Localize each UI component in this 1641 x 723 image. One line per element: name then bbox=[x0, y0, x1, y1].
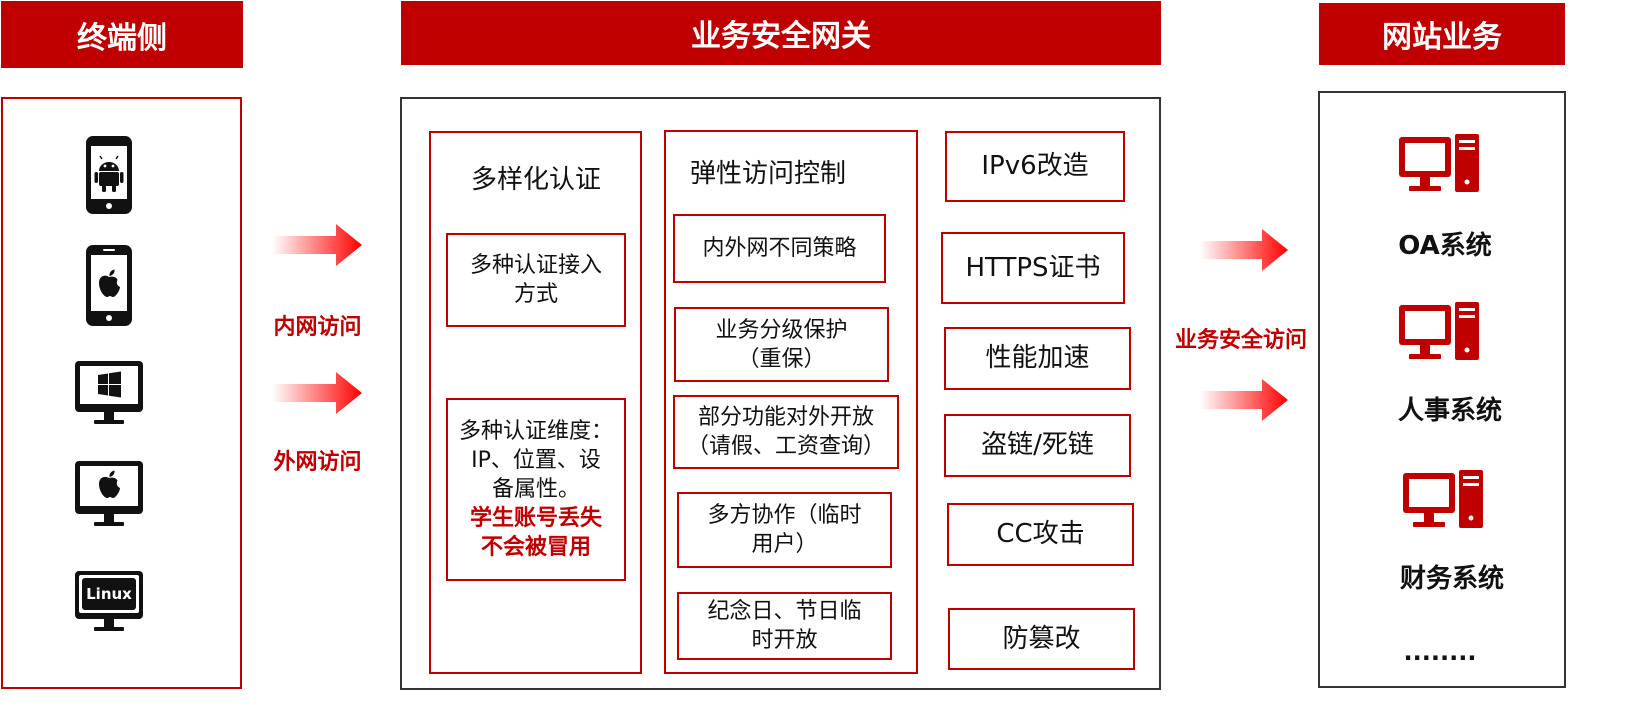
feature-label: 盗链/死链 bbox=[981, 430, 1094, 460]
website-panel bbox=[1318, 91, 1566, 688]
auth-dimension-box: 多种认证维度： IP、位置、设 备属性。 学生账号丢失 不会被冒用 bbox=[446, 398, 626, 581]
access-item-partial-open: 部分功能对外开放 （请假、工资查询） bbox=[673, 395, 899, 469]
auth-dimension-line2: IP、位置、设 bbox=[471, 448, 601, 473]
access-item-line1: 纪念日、节日临 bbox=[707, 599, 862, 624]
access-item-tiered-protection: 业务分级保护 （重保） bbox=[674, 307, 889, 382]
secure-access-arrow-top bbox=[1200, 227, 1290, 273]
feature-label: HTTPS证书 bbox=[965, 252, 1101, 283]
terminal-panel bbox=[1, 97, 242, 689]
access-item-line1: 业务分级保护 bbox=[715, 317, 848, 343]
inner-access-arrow bbox=[272, 222, 364, 268]
access-item-line2: （请假、工资查询） bbox=[686, 434, 885, 459]
inner-access-label: 内网访问 bbox=[273, 315, 362, 340]
windows-monitor-icon bbox=[74, 360, 144, 428]
server-computer-icon bbox=[1397, 300, 1483, 364]
system-label-oa: OA系统 bbox=[1398, 231, 1492, 261]
feature-cc-attack: CC攻击 bbox=[947, 503, 1134, 566]
secure-access-label: 业务安全访问 bbox=[1174, 328, 1307, 353]
auth-dimension-highlight2: 不会被冒用 bbox=[480, 535, 591, 560]
feature-label: CC攻击 bbox=[996, 519, 1085, 549]
feature-performance: 性能加速 bbox=[944, 327, 1131, 390]
access-title: 弹性访问控制 bbox=[690, 159, 847, 189]
linux-monitor-label: Linux bbox=[86, 585, 132, 603]
auth-method-line1: 多种认证接入 bbox=[469, 253, 602, 278]
mac-monitor-icon bbox=[74, 460, 144, 530]
auth-method-line2: 方式 bbox=[513, 282, 558, 307]
access-item-line2: 用户） bbox=[751, 532, 818, 557]
feature-label: 性能加速 bbox=[985, 343, 1090, 373]
feature-ipv6: IPv6改造 bbox=[945, 131, 1125, 202]
apple-phone-icon bbox=[85, 244, 133, 327]
feature-hotlink: 盗链/死链 bbox=[944, 414, 1131, 477]
access-item-line1: 内外网不同策略 bbox=[702, 236, 857, 261]
access-item-line2: （重保） bbox=[737, 346, 826, 372]
header-terminal-label: 终端侧 bbox=[77, 20, 167, 56]
auth-dimension-line1: 多种认证维度： bbox=[458, 419, 613, 444]
feature-label: IPv6改造 bbox=[981, 151, 1089, 181]
system-label-hr: 人事系统 bbox=[1397, 396, 1502, 426]
system-label-finance: 财务系统 bbox=[1399, 564, 1504, 594]
auth-column bbox=[429, 131, 642, 674]
access-column bbox=[664, 130, 918, 674]
server-computer-icon bbox=[1397, 132, 1483, 196]
access-item-collaboration: 多方协作（临时 用户） bbox=[677, 492, 892, 568]
linux-monitor-icon: Linux bbox=[74, 570, 144, 634]
feature-https: HTTPS证书 bbox=[941, 232, 1125, 304]
gateway-panel bbox=[400, 97, 1161, 690]
auth-method-box: 多种认证接入 方式 bbox=[446, 233, 626, 327]
secure-access-arrow-bottom bbox=[1200, 377, 1290, 423]
access-item-holiday-open: 纪念日、节日临 时开放 bbox=[677, 592, 892, 660]
auth-dimension-line3: 备属性。 bbox=[491, 477, 580, 502]
outer-access-arrow bbox=[272, 370, 364, 416]
outer-access-label: 外网访问 bbox=[273, 450, 362, 475]
access-item-line1: 多方协作（临时 bbox=[707, 503, 862, 528]
auth-dimension-highlight1: 学生账号丢失 bbox=[469, 506, 602, 531]
header-gateway-label: 业务安全网关 bbox=[691, 19, 871, 54]
header-website-label: 网站业务 bbox=[1382, 20, 1502, 55]
header-terminal: 终端侧 bbox=[1, 1, 243, 68]
access-item-line2: 时开放 bbox=[751, 628, 818, 653]
server-computer-icon bbox=[1401, 468, 1487, 532]
header-website: 网站业务 bbox=[1319, 3, 1565, 65]
feature-label: 防篡改 bbox=[1002, 623, 1081, 654]
auth-title: 多样化认证 bbox=[470, 165, 601, 195]
header-gateway: 业务安全网关 bbox=[401, 1, 1161, 65]
access-item-network-policy: 内外网不同策略 bbox=[673, 214, 886, 283]
access-item-line1: 部分功能对外开放 bbox=[697, 405, 874, 430]
systems-more-ellipsis: ........ bbox=[1403, 638, 1477, 666]
android-phone-icon bbox=[85, 135, 133, 215]
feature-anti-tamper: 防篡改 bbox=[948, 608, 1135, 670]
